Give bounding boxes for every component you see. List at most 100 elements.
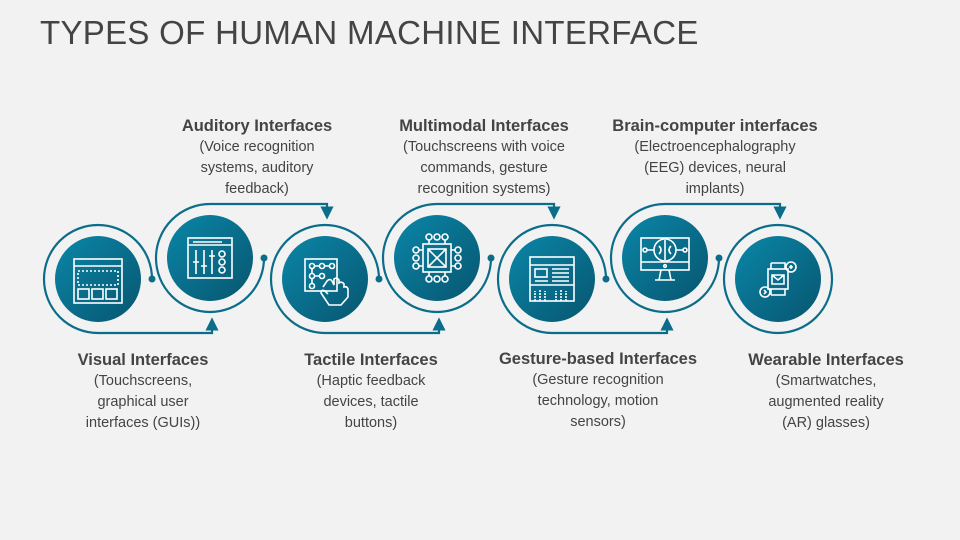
icon-stroke [218, 250, 226, 258]
smartwatch-icon [759, 261, 797, 298]
icon-stroke [454, 254, 462, 262]
icon-stroke [640, 237, 690, 271]
icon-stroke [422, 243, 452, 273]
icon-stroke [308, 272, 316, 280]
step-circle [509, 236, 595, 322]
icon-stroke [534, 289, 567, 301]
icon-stroke [318, 262, 326, 270]
icon-stroke [763, 265, 793, 295]
icon-stroke [73, 258, 123, 304]
item-desc: (Voice recognition [199, 139, 315, 155]
icon-stroke [770, 262, 786, 296]
icon-stroke [529, 256, 575, 302]
connector-path [269, 223, 446, 335]
item-desc: commands, gesture [420, 160, 548, 176]
window-layout-icon [73, 258, 123, 304]
item-title: Wearable Interfaces [748, 351, 904, 369]
item-desc: (Smartwatches, [775, 373, 877, 389]
icon-stroke [320, 277, 349, 306]
connector-dot [715, 254, 723, 262]
item-desc: sensors) [570, 414, 626, 430]
item-desc: (EEG) devices, neural [644, 160, 786, 176]
item-desc: (Gesture recognition [532, 372, 664, 388]
icon-stroke [785, 261, 797, 273]
icon-stroke [682, 247, 688, 253]
item-title: Multimodal Interfaces [399, 117, 569, 135]
touch-pattern-icon [304, 258, 349, 306]
item-title: Auditory Interfaces [181, 117, 333, 135]
item-brain-computer: Brain-computer interfaces (Electroenceph… [595, 116, 835, 199]
item-title: Brain-computer interfaces [612, 117, 818, 135]
icon-stroke [311, 265, 329, 283]
icon-stroke [427, 248, 447, 268]
chip-icon [412, 233, 462, 283]
icon-stroke [767, 268, 789, 290]
connector-ring [722, 223, 834, 335]
item-title: Visual Interfaces [77, 351, 209, 369]
icon-stroke [427, 248, 447, 268]
connector-path [496, 223, 674, 335]
item-title: Tactile Interfaces [304, 351, 438, 369]
item-desc: feedback) [225, 181, 289, 197]
icon-stroke [193, 250, 215, 274]
icon-stroke [771, 274, 785, 285]
item-desc: (Touchscreens with voice [403, 139, 565, 155]
icon-stroke [77, 270, 119, 286]
icon-stroke [412, 254, 420, 262]
icon-stroke [658, 240, 672, 260]
keyboard-hands-icon [529, 256, 575, 302]
icon-stroke [534, 268, 548, 278]
icon-stroke [642, 247, 648, 253]
brain-monitor-icon [640, 237, 690, 281]
icon-stroke [662, 263, 668, 269]
icon-stroke [218, 258, 226, 266]
icon-stroke [188, 241, 232, 246]
icon-stroke [308, 282, 316, 290]
icon-stroke [530, 264, 574, 286]
item-desc: (Touchscreens, [93, 373, 193, 389]
step-circle [282, 236, 368, 322]
item-desc: graphical user [97, 394, 189, 410]
icon-stroke [419, 240, 455, 276]
page-title: TYPES OF HUMAN MACHINE INTERFACE [40, 14, 699, 51]
item-desc: buttons) [344, 415, 398, 431]
icon-stroke [641, 261, 689, 281]
icon-stroke [308, 262, 316, 270]
item-desc: devices, tactile [323, 394, 419, 410]
icon-stroke [328, 262, 336, 270]
item-multimodal: Multimodal Interfaces (Touchscreens with… [364, 116, 604, 199]
connector-dot [260, 254, 268, 262]
item-tactile: Tactile Interfaces (Haptic feedback devi… [251, 350, 491, 433]
step-circle [55, 236, 141, 322]
connector-dot [148, 275, 156, 283]
icon-stroke [77, 288, 90, 300]
connector-dot [487, 254, 495, 262]
sliders-icon [187, 237, 233, 279]
item-desc: implants) [685, 181, 745, 197]
icon-stroke [433, 233, 441, 241]
item-desc: augmented reality [768, 394, 884, 410]
item-desc: systems, auditory [200, 160, 314, 176]
item-gesture: Gesture-based Interfaces (Gesture recogn… [478, 349, 718, 432]
item-title: Gesture-based Interfaces [498, 350, 698, 368]
step-circle [167, 215, 253, 301]
item-desc: (Electroencephalography [634, 139, 796, 155]
item-auditory: Auditory Interfaces (Voice recognition s… [137, 116, 377, 199]
connector-dot [602, 275, 610, 283]
icon-stroke [433, 275, 441, 283]
connector-path [42, 223, 219, 335]
connector-path [154, 202, 334, 314]
item-wearable: Wearable Interfaces (Smartwatches, augme… [706, 350, 946, 433]
connector-dot [375, 275, 383, 283]
item-desc: technology, motion [537, 393, 659, 409]
item-desc: (Haptic feedback [316, 373, 426, 389]
icon-stroke [318, 272, 326, 280]
icon-stroke [105, 288, 118, 300]
item-desc: interfaces (GUIs)) [85, 415, 201, 431]
item-desc: recognition systems) [417, 181, 551, 197]
connector-path [609, 202, 787, 314]
icon-stroke [535, 268, 569, 282]
icon-stroke [91, 288, 104, 300]
icon-stroke [218, 266, 226, 274]
